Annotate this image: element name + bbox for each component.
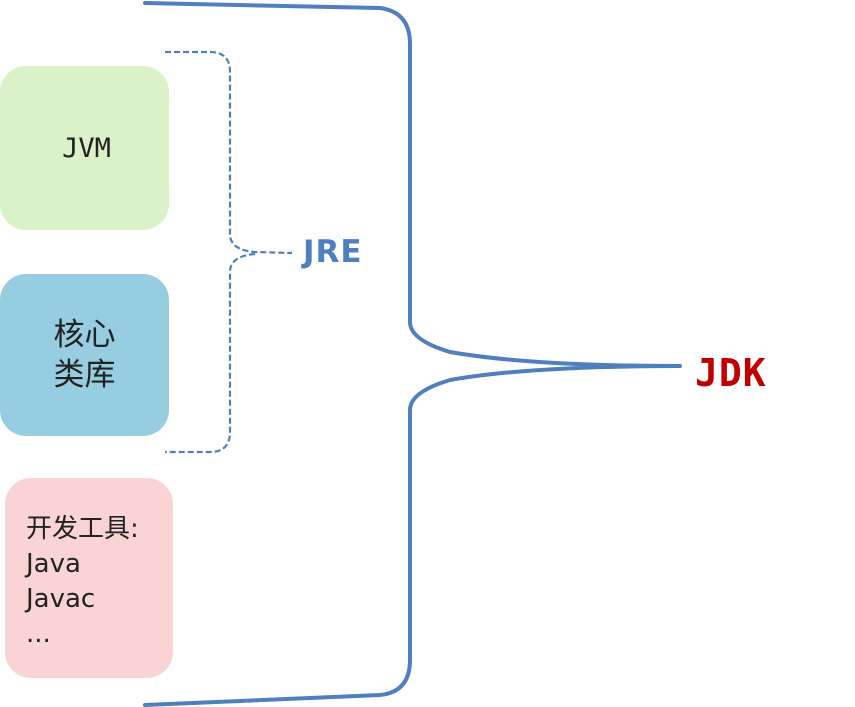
- dev-tools-line-1: 开发工具:: [26, 514, 139, 544]
- dev-tools-label: 开发工具: Java Javac ...: [26, 512, 139, 652]
- jre-label: JRE: [303, 234, 363, 270]
- core-library-line-1: 核心: [53, 317, 116, 353]
- jdk-label: JDK: [695, 351, 767, 395]
- dev-tools-line-2: Java: [26, 549, 81, 579]
- dev-tools-line-4: ...: [26, 619, 51, 649]
- core-library-box: 核心 类库: [0, 274, 169, 436]
- jdk-brace: [143, 1, 682, 707]
- dev-tools-box: 开发工具: Java Javac ...: [5, 478, 173, 678]
- core-library-line-2: 类库: [53, 357, 116, 393]
- core-library-label: 核心 类库: [52, 315, 118, 395]
- jvm-box: JVM: [0, 66, 169, 230]
- dev-tools-line-3: Javac: [26, 584, 96, 614]
- jvm-label: JVM: [62, 132, 111, 164]
- jre-brace: [165, 50, 293, 454]
